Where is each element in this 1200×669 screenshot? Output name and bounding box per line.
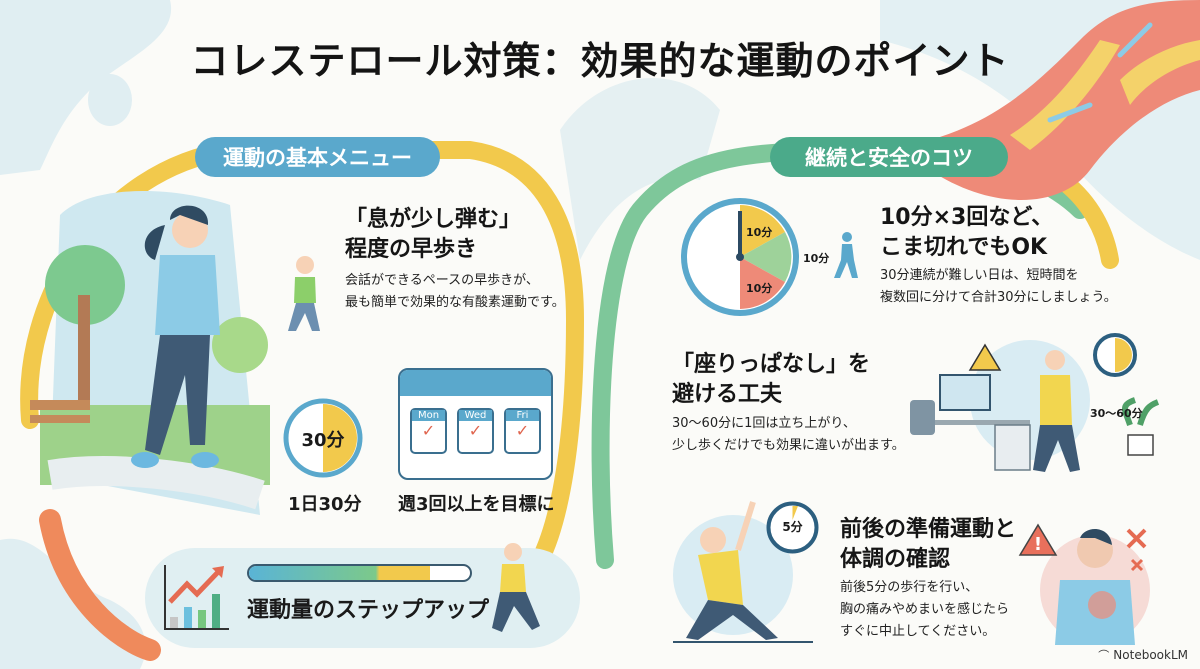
calendar-day-wed: Wed ✓ bbox=[457, 408, 494, 454]
timer-5min-icon bbox=[766, 501, 819, 554]
stepup-label: 運動量のステップアップ bbox=[247, 598, 490, 623]
clock-segment-2: 10分 bbox=[803, 252, 830, 265]
notebooklm-logo-icon: ⌒ bbox=[1098, 649, 1110, 662]
walk-body-line1: 会話ができるペースの早歩きが、 bbox=[345, 273, 539, 288]
split-clock-icon bbox=[681, 198, 799, 316]
sitting-body-line1: 30〜60分に1回は立ち上がり、 bbox=[672, 416, 856, 431]
timer-30min-icon bbox=[283, 398, 363, 478]
calendar-day-fri: Fri ✓ bbox=[504, 408, 541, 454]
credit: ⌒ NotebookLM bbox=[1098, 647, 1188, 663]
sitting-heading-line2: 避ける工夫 bbox=[672, 382, 783, 407]
sitting-body-line2: 少し歩くだけでも効果に違いが出ます。 bbox=[672, 438, 905, 453]
clock-segment-3: 10分 bbox=[746, 282, 773, 295]
clock-segment-1: 10分 bbox=[746, 226, 773, 239]
sitting-clock-label: 30〜60分 bbox=[1090, 407, 1143, 420]
walk-heading-line1: 「息が少し弾む」 bbox=[345, 207, 522, 232]
walk-heading-line2: 程度の早歩き bbox=[345, 237, 478, 262]
section-header-tips: 継続と安全のコツ bbox=[770, 137, 1008, 177]
stepup-progress-bar bbox=[247, 564, 472, 582]
calendar-icon: Mon ✓ Wed ✓ Fri ✓ bbox=[398, 368, 553, 480]
walking-man-icon bbox=[288, 256, 320, 331]
split-heading-line2: こま切れでもOK bbox=[880, 235, 1048, 260]
calendar-label: 週3回以上を目標に bbox=[398, 494, 555, 515]
office-stretch-illustration bbox=[910, 333, 1160, 472]
sitting-heading-line1: 「座りっぱなし」を bbox=[672, 352, 871, 377]
warmup-heading-line2: 体調の確認 bbox=[840, 547, 951, 572]
timer-30min-value: 30分 bbox=[301, 430, 345, 451]
timer-5min-value: 5分 bbox=[782, 520, 803, 534]
svg-text:!: ! bbox=[1034, 534, 1042, 555]
credit-text: NotebookLM bbox=[1113, 648, 1188, 662]
warmup-body-line2: 胸の痛みやめまいを感じたら bbox=[840, 602, 1010, 617]
split-body-line1: 30分連続が難しい日は、短時間を bbox=[880, 268, 1079, 283]
warmup-body-line3: すぐに中止してください。 bbox=[840, 624, 996, 639]
walking-person-icon bbox=[834, 232, 858, 278]
page-title: コレステロール対策：効果的な運動のポイント bbox=[190, 39, 1010, 83]
split-heading-line1: 10分×3回など、 bbox=[880, 205, 1054, 230]
chest-pain-illustration: ! bbox=[1018, 523, 1150, 645]
jogger-park-illustration bbox=[30, 191, 270, 515]
split-body-line2: 複数回に分けて合計30分にしましょう。 bbox=[880, 290, 1117, 305]
section-header-basic-menu: 運動の基本メニュー bbox=[195, 137, 440, 177]
growth-chart-icon bbox=[164, 565, 229, 630]
walk-body-line2: 最も簡単で効果的な有酸素運動です。 bbox=[345, 295, 565, 310]
stretching-woman-illustration bbox=[673, 501, 813, 643]
warmup-body-line1: 前後5分の歩行を行い、 bbox=[840, 580, 979, 595]
running-woman-icon bbox=[492, 543, 540, 632]
timer-30min-label: 1日30分 bbox=[288, 494, 362, 515]
calendar-day-mon: Mon ✓ bbox=[410, 408, 447, 454]
warmup-heading-line1: 前後の準備運動と bbox=[840, 517, 1017, 542]
